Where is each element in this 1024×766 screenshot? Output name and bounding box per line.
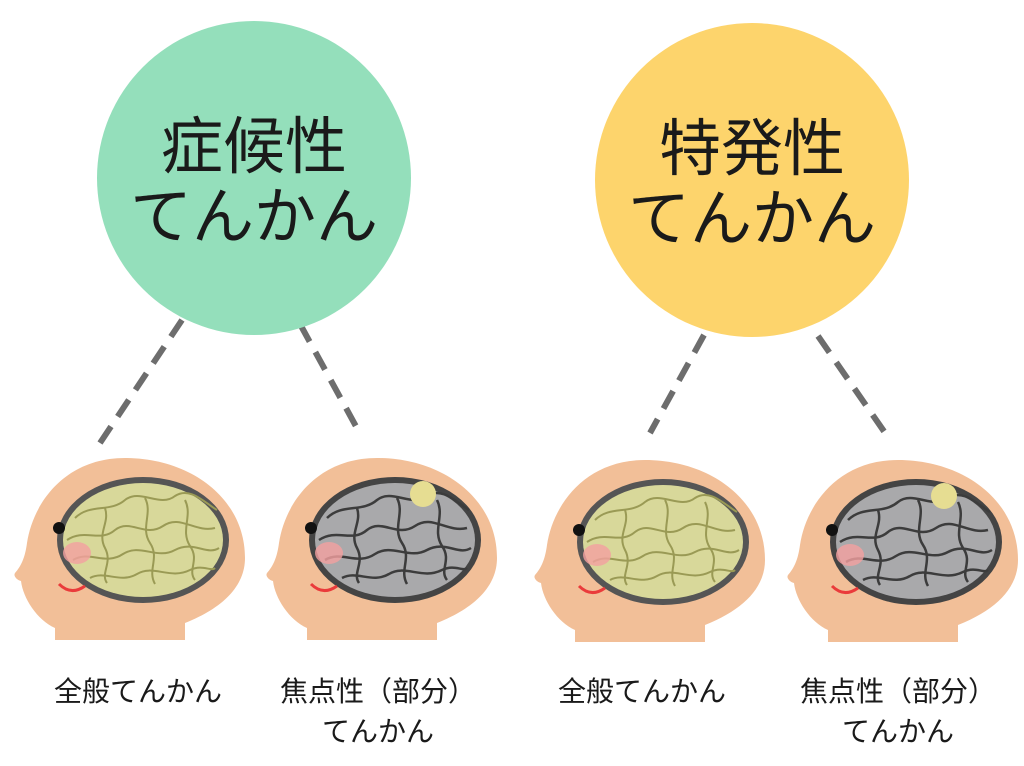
focus-spot <box>410 481 436 507</box>
cheek <box>63 542 91 564</box>
brain-generalized <box>63 483 223 597</box>
caption-line: てんかん <box>321 715 434 748</box>
mouth <box>57 582 86 592</box>
connector-right-2 <box>815 334 893 442</box>
mouth <box>577 584 606 594</box>
brain-gray <box>836 485 996 599</box>
cheek <box>315 542 343 564</box>
eye <box>305 522 317 534</box>
eye <box>573 524 585 536</box>
circle-idiopathic-title: 特発性 <box>659 112 845 185</box>
circle-symptomatic-title: 症候性 <box>161 110 347 183</box>
connector-lines <box>97 318 893 445</box>
caption-focal-1: 焦点性（部分） てんかん <box>258 672 498 752</box>
caption-focal-2: 焦点性（部分） てんかん <box>778 672 1018 752</box>
caption-generalized-2: 全般てんかん <box>522 672 762 712</box>
eye <box>826 524 838 536</box>
focus-spot <box>931 483 957 509</box>
head-generalized-2 <box>534 460 765 642</box>
connector-left-2 <box>297 322 361 432</box>
mouth <box>830 584 859 594</box>
head-focal-2 <box>787 460 1018 642</box>
caption-line: 焦点性（部分） <box>799 675 996 708</box>
connector-right-1 <box>647 333 707 435</box>
head-generalized-1 <box>14 458 245 640</box>
circle-idiopathic: 特発性 てんかん <box>595 23 909 337</box>
circle-idiopathic-subtitle: てんかん <box>628 182 876 255</box>
caption-line: てんかん <box>841 715 954 748</box>
caption-line: 全般てんかん <box>557 675 726 708</box>
cheek <box>583 544 611 566</box>
circle-symptomatic: 症候性 てんかん <box>97 21 411 335</box>
caption-line: 全般てんかん <box>53 675 222 708</box>
head-focal-1 <box>266 458 497 640</box>
cheek <box>836 544 864 566</box>
caption-line: 焦点性（部分） <box>279 675 476 708</box>
caption-generalized-1: 全般てんかん <box>18 672 258 712</box>
brain-generalized <box>583 485 743 599</box>
circle-symptomatic-subtitle: てんかん <box>130 180 378 253</box>
brain-gray <box>315 483 475 597</box>
mouth <box>309 582 338 592</box>
eye <box>53 522 65 534</box>
connector-left-1 <box>97 318 185 445</box>
